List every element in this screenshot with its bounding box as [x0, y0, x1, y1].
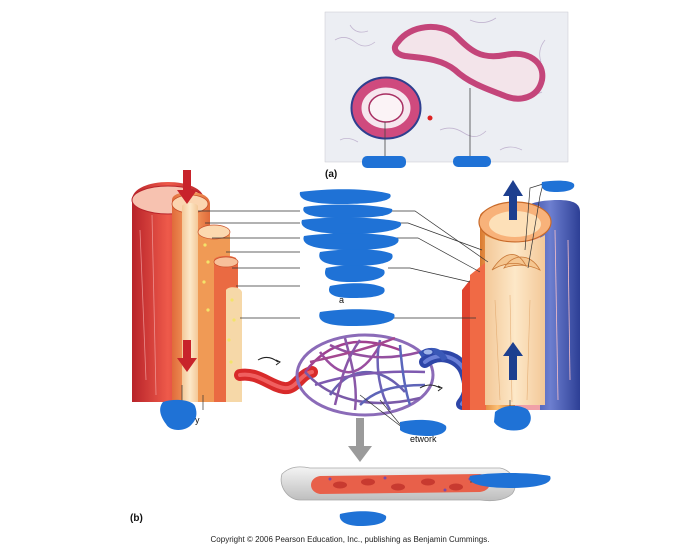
- redaction-valve-label: [541, 180, 575, 192]
- redaction-artery-label: [362, 156, 406, 168]
- copyright-notice: Copyright © 2006 Pearson Education, Inc.…: [211, 535, 490, 544]
- artery-partial-label: y: [195, 415, 200, 425]
- capillary-detail: [280, 418, 531, 502]
- artery-flow-arrow-top: [177, 170, 197, 204]
- panel-b-label: (b): [130, 513, 143, 524]
- redaction-artery-name: [160, 399, 197, 430]
- vein-illustration: [462, 180, 580, 412]
- redaction-vein-name: [494, 405, 531, 431]
- capillary-bed: [234, 333, 475, 429]
- capillary-network-partial-label: etwork: [410, 434, 437, 444]
- redaction-layer-labels: [299, 189, 402, 326]
- panel-a-label: (a): [325, 169, 337, 180]
- redaction-capillary-label: [339, 511, 387, 526]
- vein-flow-arrow-bottom: [503, 342, 523, 380]
- layer-partial-label: a: [339, 295, 344, 305]
- redaction-vein-label: [453, 156, 491, 167]
- redaction-endothelium-label: [469, 473, 551, 488]
- vein-valve: [491, 254, 541, 271]
- micrograph-vein: [391, 23, 546, 102]
- artery-illustration: [131, 170, 242, 410]
- zoom-arrow: [348, 418, 372, 462]
- redaction-capillary-network: [400, 419, 447, 436]
- vein-flow-arrow-top: [503, 180, 523, 220]
- artery-flow-arrow-bottom: [177, 340, 197, 372]
- micrograph: [324, 11, 569, 163]
- micrograph-artery: [350, 76, 422, 140]
